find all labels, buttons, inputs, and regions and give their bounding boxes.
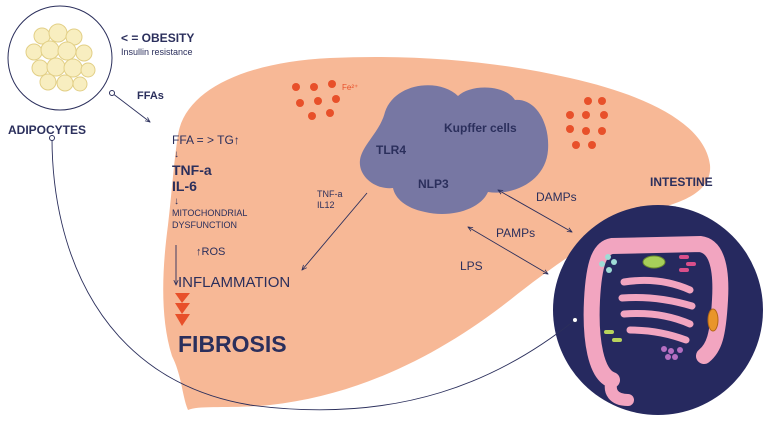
cytokine-label-1: TNF-a bbox=[317, 189, 343, 199]
connector-dot-adipocyte-ffa bbox=[109, 90, 115, 96]
connector-dot-intestine bbox=[572, 317, 578, 323]
lps-label: LPS bbox=[460, 259, 483, 273]
iron-dots-left bbox=[292, 80, 340, 120]
fibrosis-triple-arrow-icon bbox=[175, 293, 190, 326]
pamps-label: PAMPs bbox=[496, 226, 535, 240]
connector-lines bbox=[51, 92, 576, 411]
il6-label: IL-6 bbox=[172, 178, 197, 194]
ros-label: ↑ROS bbox=[196, 246, 225, 258]
kupffer-cell bbox=[359, 85, 549, 214]
ffa-tg-label: FFA = > TG↑ bbox=[172, 133, 240, 147]
kupffer-label: Kupffer cells bbox=[444, 121, 517, 135]
connector-dot-adipocyte-bottom bbox=[49, 135, 55, 141]
down-arrow-icon: ↓ bbox=[174, 196, 179, 207]
iron-label: Fe²⁺ bbox=[342, 83, 358, 92]
fibrosis-label: FIBROSIS bbox=[178, 331, 287, 357]
mito-label-2: DYSFUNCTION bbox=[172, 220, 237, 230]
insulin-label: Insullin resistance bbox=[121, 47, 193, 57]
adipocytes-label: ADIPOCYTES bbox=[8, 123, 86, 137]
gut-microbes bbox=[599, 254, 719, 360]
ffas-label: FFAs bbox=[137, 90, 164, 102]
cytokine-label-2: IL12 bbox=[317, 200, 335, 210]
inflammation-label: INFLAMMATION bbox=[178, 274, 290, 291]
tlr4-label: TLR4 bbox=[376, 143, 406, 157]
intestine-drawing bbox=[583, 235, 729, 406]
adipocyte-circle bbox=[7, 5, 113, 111]
down-arrow-icon: ↓ bbox=[174, 149, 179, 160]
fat-cells-icon bbox=[25, 23, 96, 92]
intestine-label: INTESTINE bbox=[650, 175, 713, 189]
iron-dots-right bbox=[566, 97, 608, 149]
nlp3-label: NLP3 bbox=[418, 177, 449, 191]
obesity-label: < = OBESITY bbox=[121, 31, 194, 45]
mito-label-1: MITOCHONDRIAL bbox=[172, 208, 247, 218]
tnf-label: TNF-a bbox=[172, 162, 212, 178]
damps-label: DAMPs bbox=[536, 190, 577, 204]
